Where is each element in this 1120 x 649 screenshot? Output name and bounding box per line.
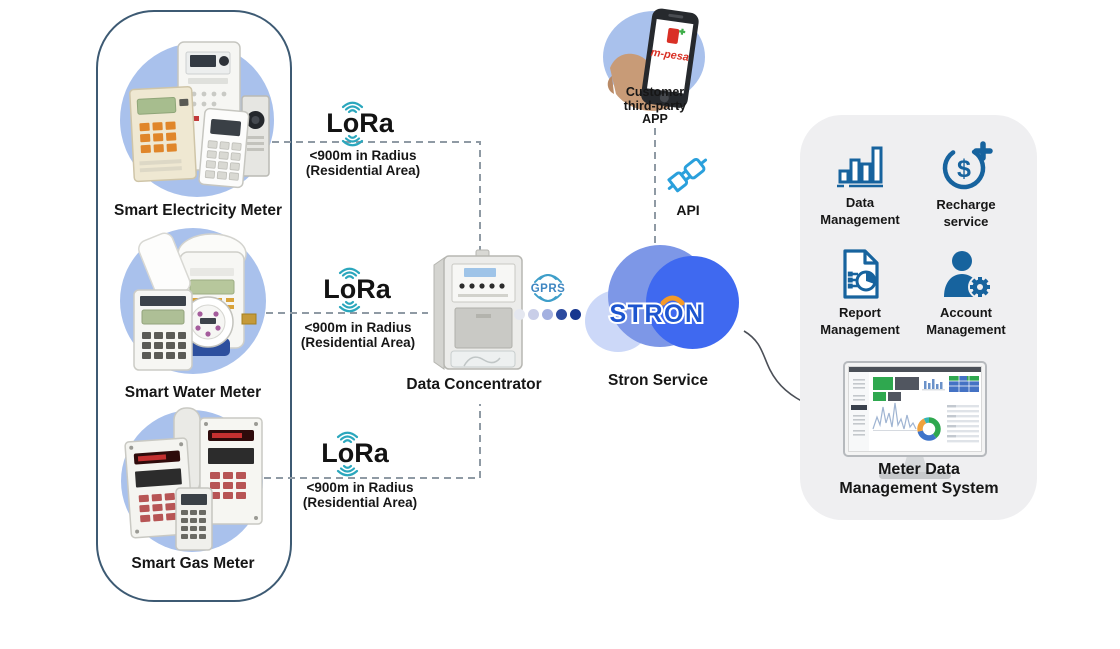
lora-logo-electricity: LoRa <box>326 101 395 147</box>
dashboard-graphic <box>849 367 981 451</box>
lora-range-gas: <900m in Radius (Residential Area) <box>302 480 418 510</box>
gprs-logo: GPRS <box>531 274 566 302</box>
gas-meter-left-unit <box>124 437 194 539</box>
phone: m-pesa <box>641 8 699 108</box>
lora-waves-icon <box>336 431 359 477</box>
gas-meter-handheld-unit <box>175 487 213 551</box>
water-meter-label: Smart Water Meter <box>124 384 262 401</box>
signal-dot <box>570 309 581 320</box>
data-concentrator-label: Data Concentrator <box>406 376 542 393</box>
services-panel: Data Management $ Recharge service <box>800 115 1037 520</box>
bar-chart-icon <box>837 146 883 188</box>
service-label: Recharge service <box>936 197 996 229</box>
lora-text: LoRa <box>326 108 394 138</box>
lora-text: LoRa <box>321 438 389 468</box>
link-line-electricity <box>272 141 481 250</box>
gprs-signal-dots <box>514 307 584 325</box>
electricity-meter-keypad-unit <box>129 85 197 183</box>
mdms-monitor <box>843 361 987 457</box>
lora-logo-gas: LoRa <box>321 431 390 477</box>
api-plug-icon <box>667 157 708 193</box>
mpesa-wordmark: m-pesa <box>650 47 690 64</box>
electricity-meter-label: Smart Electricity Meter <box>114 202 282 219</box>
service-recharge: $ Recharge service <box>910 137 1022 230</box>
api-label: API <box>676 202 700 218</box>
gprs-text: GPRS <box>531 283 566 295</box>
service-label: Data Management <box>820 195 900 227</box>
thumb <box>607 76 614 94</box>
gas-meter-label: Smart Gas Meter <box>131 555 255 572</box>
electricity-meter-photo <box>129 41 270 189</box>
green-plus-icon <box>679 28 686 35</box>
lora-waves-icon <box>341 101 364 147</box>
dollar-symbol: $ <box>957 155 971 183</box>
data-concentrator-photo <box>433 249 523 370</box>
monitor-stand-base <box>879 472 951 479</box>
gas-meter-right-unit <box>199 417 263 525</box>
recharge-dollar-icon: $ <box>942 141 993 190</box>
lora-range-electricity: <900m in Radius (Residential Area) <box>305 148 421 178</box>
lora-waves-icon <box>338 267 361 313</box>
service-report-management: Report Management <box>804 247 916 338</box>
gas-meter-photo <box>124 407 263 551</box>
mdms-label: Meter Data Management System <box>839 461 999 497</box>
signal-dot <box>542 309 553 320</box>
stron-logo-text: STRON <box>610 300 705 328</box>
lora-logo-water: LoRa <box>323 267 392 313</box>
mdms-monitor-screen <box>848 366 982 452</box>
lora-text: LoRa <box>323 274 391 304</box>
signal-dot <box>514 309 525 320</box>
gprs-waves-icon <box>534 274 562 302</box>
service-label: Account Management <box>926 305 1006 337</box>
lora-range-water: <900m in Radius (Residential Area) <box>300 320 416 350</box>
report-document-icon <box>843 249 879 299</box>
water-meter-handheld-unit <box>133 232 193 371</box>
service-data-management: Data Management <box>804 137 916 228</box>
account-gear-icon <box>944 251 992 299</box>
service-label: Report Management <box>820 305 900 337</box>
stron-logo: STRON <box>608 295 705 330</box>
signal-dot <box>528 309 539 320</box>
monitor-stand-neck <box>902 457 928 473</box>
meters-group-border <box>96 10 292 602</box>
stron-orange-arc-icon <box>660 295 685 306</box>
signal-dot <box>556 309 567 320</box>
electricity-meter-handheld-unit <box>198 107 250 189</box>
customer-app-phone-photo: m-pesa <box>607 8 699 111</box>
service-account-management: Account Management <box>910 247 1022 338</box>
customer-app-label: Customer third-party APP <box>623 85 687 126</box>
link-line-gas <box>264 404 481 479</box>
stron-service-label: Stron Service <box>608 372 708 389</box>
water-meter-photo <box>133 232 257 371</box>
mpesa-app-icon <box>666 28 680 44</box>
